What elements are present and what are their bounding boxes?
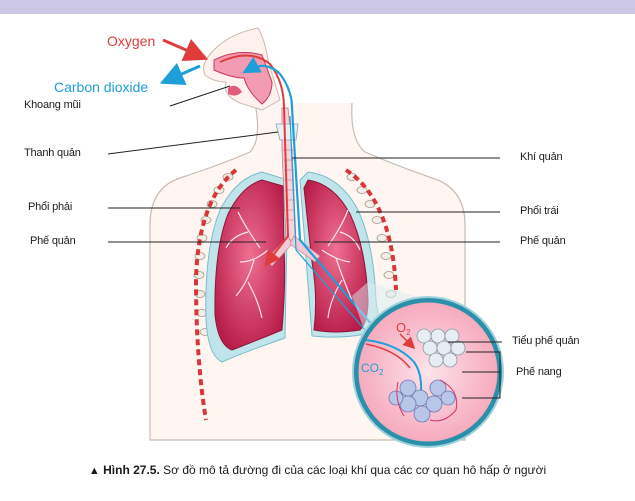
inset-o2-label: O2 [396, 320, 411, 337]
inset-bronchiole [365, 339, 423, 401]
figure-caption: ▲ Hình 27.5. Sơ đồ mô tả đường đi của cá… [0, 463, 635, 477]
oxygen-label: Oxygen [107, 33, 156, 49]
caption-marker: ▲ [88, 465, 100, 477]
label-trachea: Khí quản [520, 151, 563, 163]
co2-airflow-path-inner [289, 115, 379, 346]
carbon-dioxide-label: Carbon dioxide [54, 79, 149, 95]
bronchial-tree [225, 209, 361, 319]
oxygen-arrow [162, 38, 209, 62]
co2-airflow-path [242, 56, 396, 353]
caption-figure-number: Hình 27.5. [103, 463, 160, 477]
capillary-net [396, 379, 458, 422]
right-lung [214, 179, 286, 351]
inset-co2-label: CO2 [361, 361, 384, 377]
label-right-lung: Phổi phải [28, 201, 73, 213]
rib-muscle-right [344, 168, 398, 291]
label-alveoli: Phế nang [516, 366, 562, 378]
o2-airflow-path [219, 54, 290, 267]
alveoli-cluster [388, 379, 456, 423]
label-left-lung: Phổi trái [520, 205, 559, 217]
caption-text: Sơ đồ mô tả đường đi của các loại khí qu… [159, 463, 547, 477]
gas-bubbles [416, 328, 466, 368]
label-bronchus-left: Phế quản [30, 235, 76, 247]
co2-arrow [159, 62, 201, 85]
label-bronchus-right: Phế quản [520, 235, 566, 247]
label-nasal-cavity: Khoang mũi [24, 99, 81, 111]
rib-muscle-left [193, 168, 238, 421]
throat-detail [228, 85, 242, 96]
top-color-band [0, 0, 635, 14]
label-larynx: Thanh quản [24, 147, 81, 159]
label-bronchiole: Tiểu phế quản [512, 335, 580, 347]
leader-lines [107, 85, 502, 399]
